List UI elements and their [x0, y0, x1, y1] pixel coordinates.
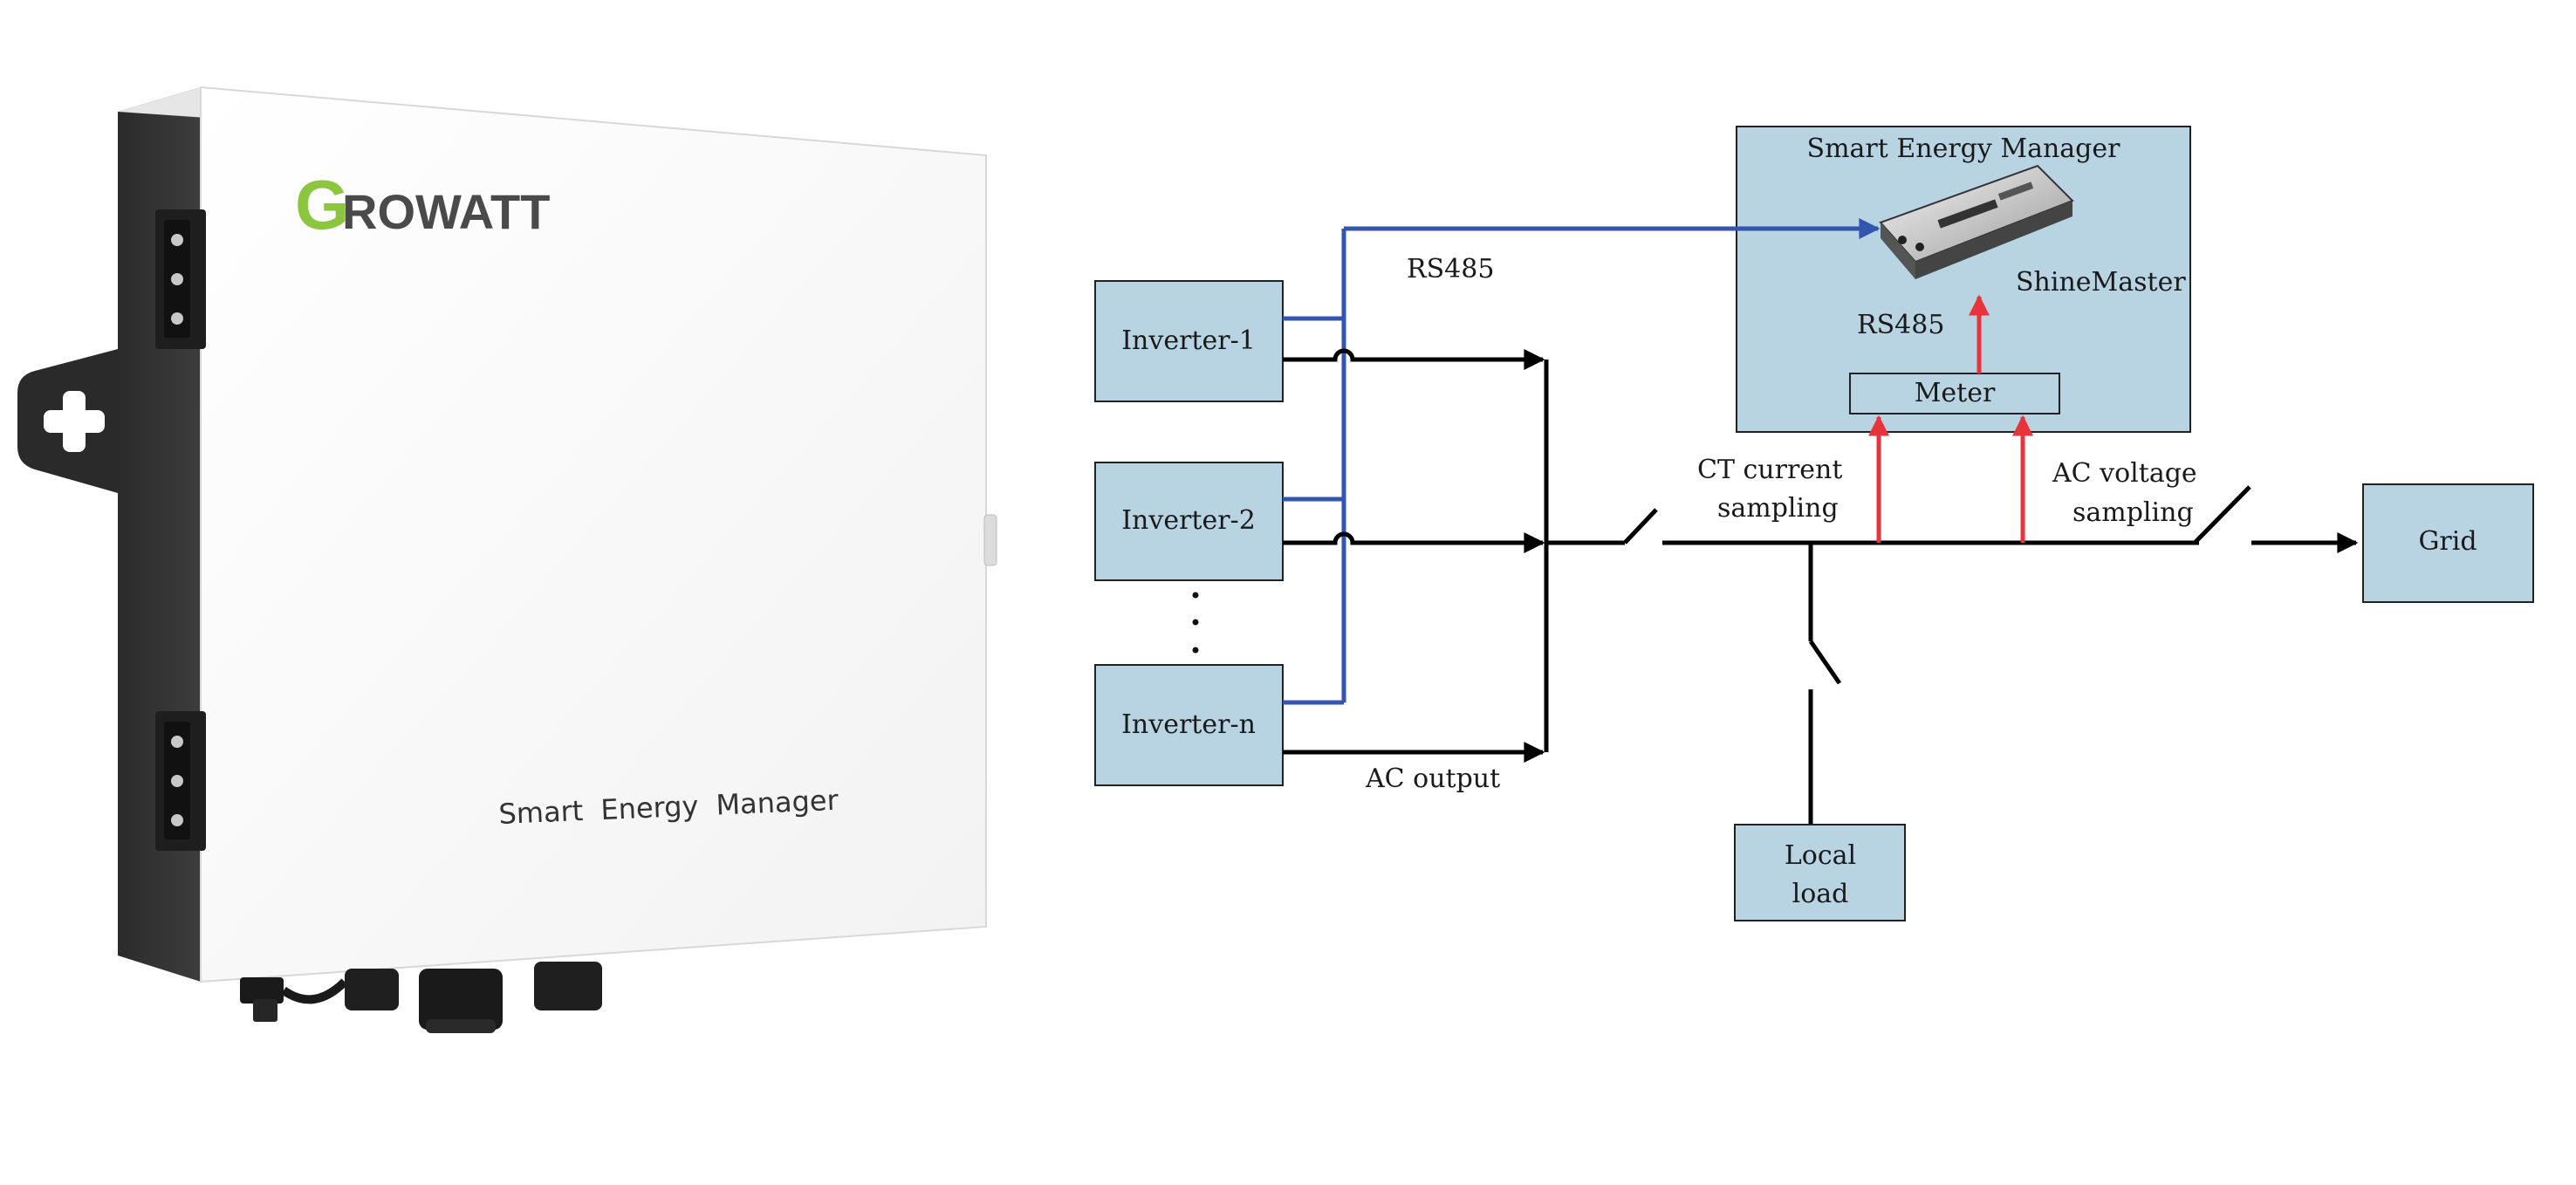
inverter-1: Inverter-1 [1094, 280, 1284, 402]
ct-sampling-label-1: CT current [1697, 455, 1842, 485]
growatt-logo: G ROWATT [295, 166, 550, 243]
growatt-logo-g: G [295, 166, 349, 243]
rs485-inner-label: RS485 [1857, 310, 1944, 340]
ct-sampling-label-2: sampling [1717, 493, 1839, 524]
meter-box [1849, 373, 2060, 414]
grid-label: Grid [2418, 526, 2477, 557]
local-load-label-1: Local [1785, 840, 1856, 871]
meter-label: Meter [1915, 378, 1996, 408]
hinge-bottom [155, 711, 206, 851]
enclosure-latch [983, 514, 997, 566]
local-load-box [1734, 824, 1906, 921]
local-load-label-2: load [1792, 879, 1849, 909]
inverter-n: Inverter-n [1094, 664, 1284, 786]
grid-box [2362, 483, 2534, 603]
shinemaster-device-icon [1879, 164, 2074, 279]
enclosure-front-panel [200, 86, 987, 983]
cable-glands [240, 962, 602, 1033]
local-load-branch [1808, 543, 1842, 825]
bracket-cross-icon [44, 391, 105, 452]
inverter-2: Inverter-2 [1094, 462, 1284, 581]
product-illustration: G ROWATT Smart Energy Manager [17, 86, 997, 1033]
inverter-n-label: Inverter-n [1121, 709, 1256, 740]
inverter-2-label: Inverter-2 [1121, 505, 1256, 536]
hinge-top [155, 209, 206, 349]
system-diagram: Smart Energy Manager ShineMaster RS485 M… [1094, 126, 2534, 921]
growatt-logo-rest: ROWATT [342, 184, 550, 239]
sem-box-title: Smart Energy Manager [1807, 134, 2121, 164]
ac-output-lines [1283, 348, 1625, 763]
shinemaster-label: ShineMaster [2016, 267, 2186, 298]
ac-output-label: AC output [1365, 764, 1500, 794]
inverter-1-label: Inverter-1 [1121, 325, 1256, 356]
rs485-bus [1283, 218, 1881, 705]
inverter-ellipsis [1192, 592, 1199, 654]
ac-voltage-sampling-label-2: sampling [2072, 497, 2194, 528]
grid-switch [2193, 485, 2251, 545]
rs485-bus-label: RS485 [1407, 254, 1494, 284]
main-switch-left [1623, 508, 1658, 545]
ac-voltage-sampling-label-1: AC voltage [2052, 458, 2197, 489]
